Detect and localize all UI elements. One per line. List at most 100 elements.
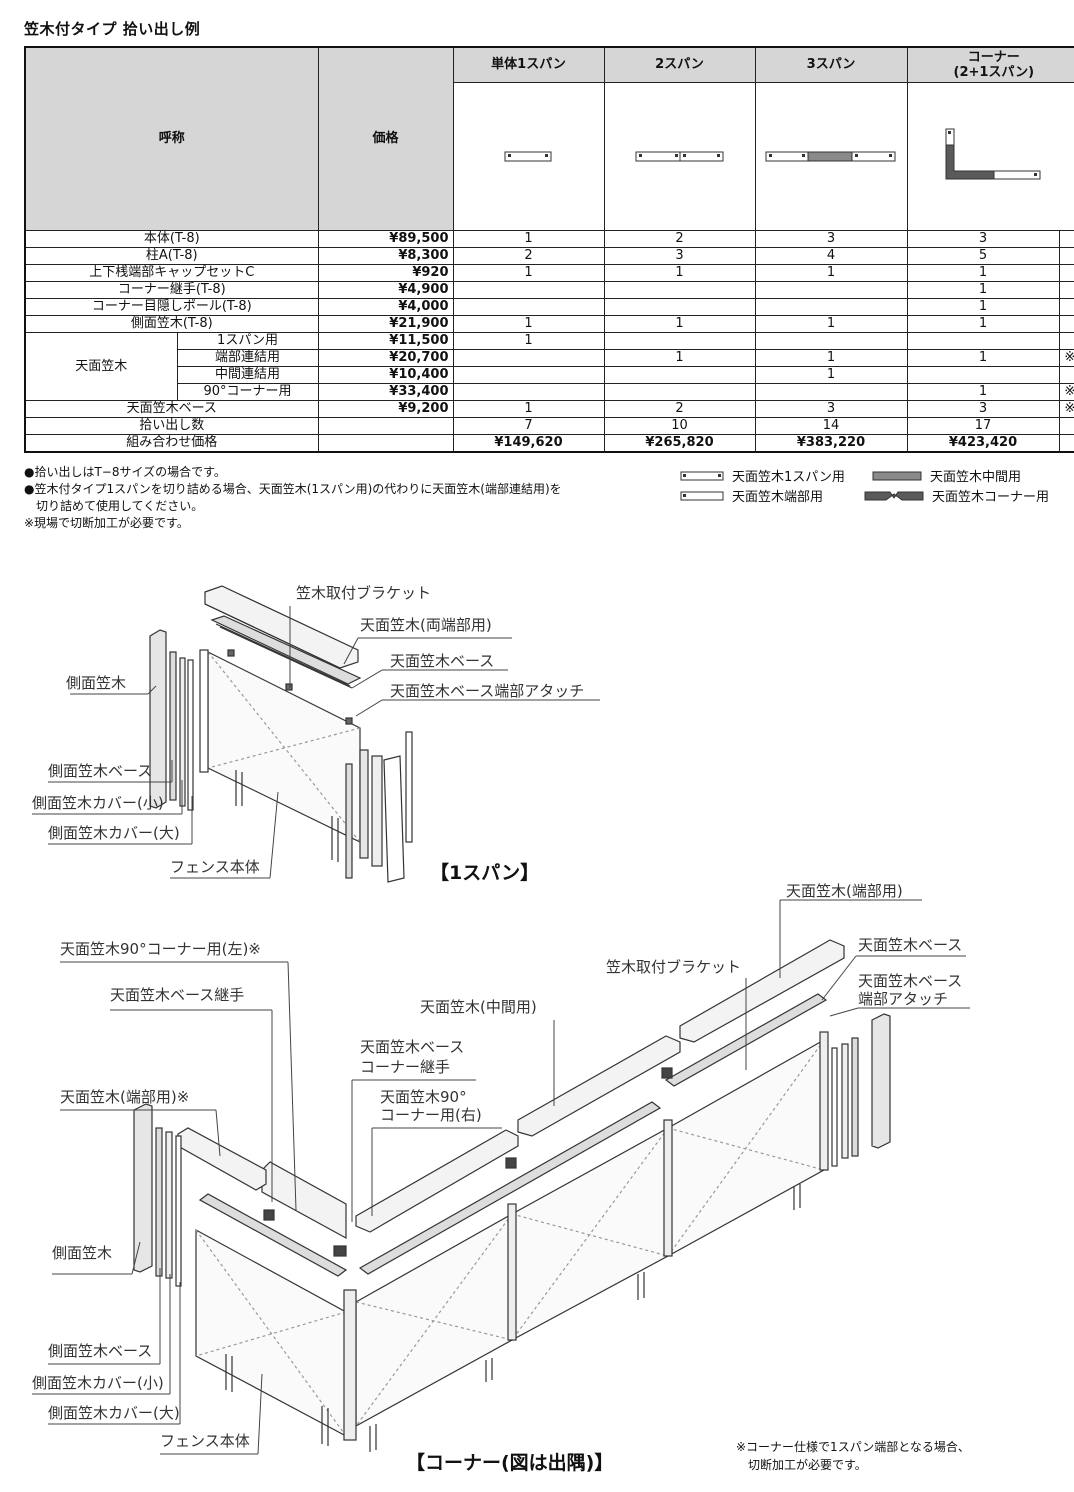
label-base-corner-1: 天面笠木ベース <box>360 1038 465 1056</box>
qty: 1 <box>906 349 1060 367</box>
middle-swatch <box>872 471 922 480</box>
note-line: ●拾い出しはT−8サイズの場合です。 <box>24 465 226 479</box>
legend-end-label: 天面笠木端部用 <box>732 490 824 505</box>
corner-swatch <box>864 491 924 500</box>
legend-corner: 天面笠木コーナー用 <box>864 486 1049 505</box>
row-name: 柱A(T-8) <box>24 247 319 265</box>
row-note <box>1058 247 1074 265</box>
qty <box>754 383 908 401</box>
qty: 1 <box>906 281 1060 299</box>
count: 10 <box>603 417 756 435</box>
qty <box>603 366 756 384</box>
corner-span-figure <box>945 128 1041 180</box>
legend-end: 天面笠木端部用 <box>680 486 823 505</box>
legend-one-span: 天面笠木1スパン用 <box>680 466 845 485</box>
qty: 3 <box>754 400 908 418</box>
row-name: 側面笠木(T-8) <box>24 315 319 333</box>
label-base-joint: 天面笠木ベース継手 <box>110 986 245 1004</box>
caption-one-span: 【1スパン】 <box>430 862 540 884</box>
row-name: コーナー継手(T-8) <box>24 281 319 299</box>
qty <box>603 383 756 401</box>
col-corner-line2: (2+1スパン) <box>953 65 1035 81</box>
label-top-base: 天面笠木ベース <box>858 936 963 954</box>
qty: 1 <box>452 230 605 248</box>
row-price: ¥9,200 <box>317 400 454 418</box>
row-name: コーナー目隠しポール(T-8) <box>24 298 319 316</box>
qty: 1 <box>906 383 1060 401</box>
pic-three <box>754 82 908 231</box>
qty: 1 <box>754 349 908 367</box>
qty <box>754 332 908 350</box>
note-line: ●笠木付タイプ1スパンを切り詰める場合、天面笠木(1スパン用)の代わりに天面笠木… <box>24 482 562 496</box>
row-price: ¥89,500 <box>317 230 454 248</box>
row-name: 上下桟端部キャップセットC <box>24 264 319 282</box>
page-title: 笠木付タイプ 拾い出し例 <box>24 20 201 38</box>
label-top-base-attach-1: 天面笠木ベース <box>858 972 963 990</box>
total: ¥265,820 <box>603 434 756 453</box>
total: ¥423,420 <box>906 434 1060 453</box>
legend-middle-label: 天面笠木中間用 <box>930 470 1022 485</box>
row-note <box>1058 230 1074 248</box>
pic-single <box>452 82 605 231</box>
label-corner-right-2: コーナー用(右) <box>380 1106 482 1124</box>
qty: 1 <box>906 315 1060 333</box>
label-fence: フェンス本体 <box>160 1432 250 1450</box>
qty: 3 <box>906 230 1060 248</box>
row-price: ¥8,300 <box>317 247 454 265</box>
header-price: 価格 <box>317 46 454 231</box>
col-single: 単体1スパン <box>452 46 605 84</box>
qty: 1 <box>452 264 605 282</box>
qty <box>603 332 756 350</box>
empty-cell <box>1058 417 1074 435</box>
row-price: ¥21,900 <box>317 315 454 333</box>
group-row-name: 90°コーナー用 <box>176 383 319 401</box>
qty: 4 <box>754 247 908 265</box>
legend-middle: 天面笠木中間用 <box>872 466 1021 485</box>
group-label: 天面笠木 <box>24 332 178 401</box>
one-span-drawing <box>32 585 600 883</box>
qty <box>603 281 756 299</box>
qty: 2 <box>603 400 756 418</box>
qty <box>603 298 756 316</box>
qty: 1 <box>754 264 908 282</box>
qty: 1 <box>452 332 605 350</box>
row-price: ¥33,400 <box>317 383 454 401</box>
corner-drawing <box>32 899 970 1455</box>
group-row-name: 端部連結用 <box>176 349 319 367</box>
row-note: ※ <box>1058 349 1074 367</box>
count: 14 <box>754 417 908 435</box>
pic-two <box>603 82 756 231</box>
label-base-corner-2: コーナー継手 <box>360 1058 451 1076</box>
row-note <box>1058 281 1074 299</box>
qty <box>754 298 908 316</box>
row-price: ¥4,900 <box>317 281 454 299</box>
qty: 1 <box>906 264 1060 282</box>
row-price: ¥10,400 <box>317 366 454 384</box>
row-note <box>1058 298 1074 316</box>
label-top-middle: 天面笠木(中間用) <box>420 998 537 1016</box>
one-span-swatch <box>680 471 724 480</box>
label-top-base-attach-2: 端部アタッチ <box>858 990 949 1008</box>
row-name: 天面笠木ベース <box>24 400 319 418</box>
qty: 1 <box>754 315 908 333</box>
qty <box>906 366 1060 384</box>
qty: 5 <box>906 247 1060 265</box>
qty: 1 <box>603 315 756 333</box>
label-bracket: 笠木取付ブラケット <box>606 958 742 976</box>
footnote-1: ※コーナー仕様で1スパン端部となる場合、 <box>736 1440 970 1454</box>
row-note: ※ <box>1058 383 1074 401</box>
qty: 3 <box>603 247 756 265</box>
group-row-name: 中間連結用 <box>176 366 319 384</box>
row-price: ¥920 <box>317 264 454 282</box>
qty: 1 <box>603 349 756 367</box>
qty <box>452 366 605 384</box>
label-fence: フェンス本体 <box>170 858 260 876</box>
note-line: ※現場で切断加工が必要です。 <box>24 516 189 530</box>
label-side-cover-small: 側面笠木カバー(小) <box>32 794 164 812</box>
empty-cell <box>1058 434 1074 453</box>
estimate-table: 呼称 価格 単体1スパン 2スパン 3スパン コーナー (2+1スパン) 本体(… <box>24 46 1074 453</box>
group-row-name: 1スパン用 <box>176 332 319 350</box>
qty <box>452 383 605 401</box>
pic-corner <box>906 82 1074 231</box>
total: ¥383,220 <box>754 434 908 453</box>
